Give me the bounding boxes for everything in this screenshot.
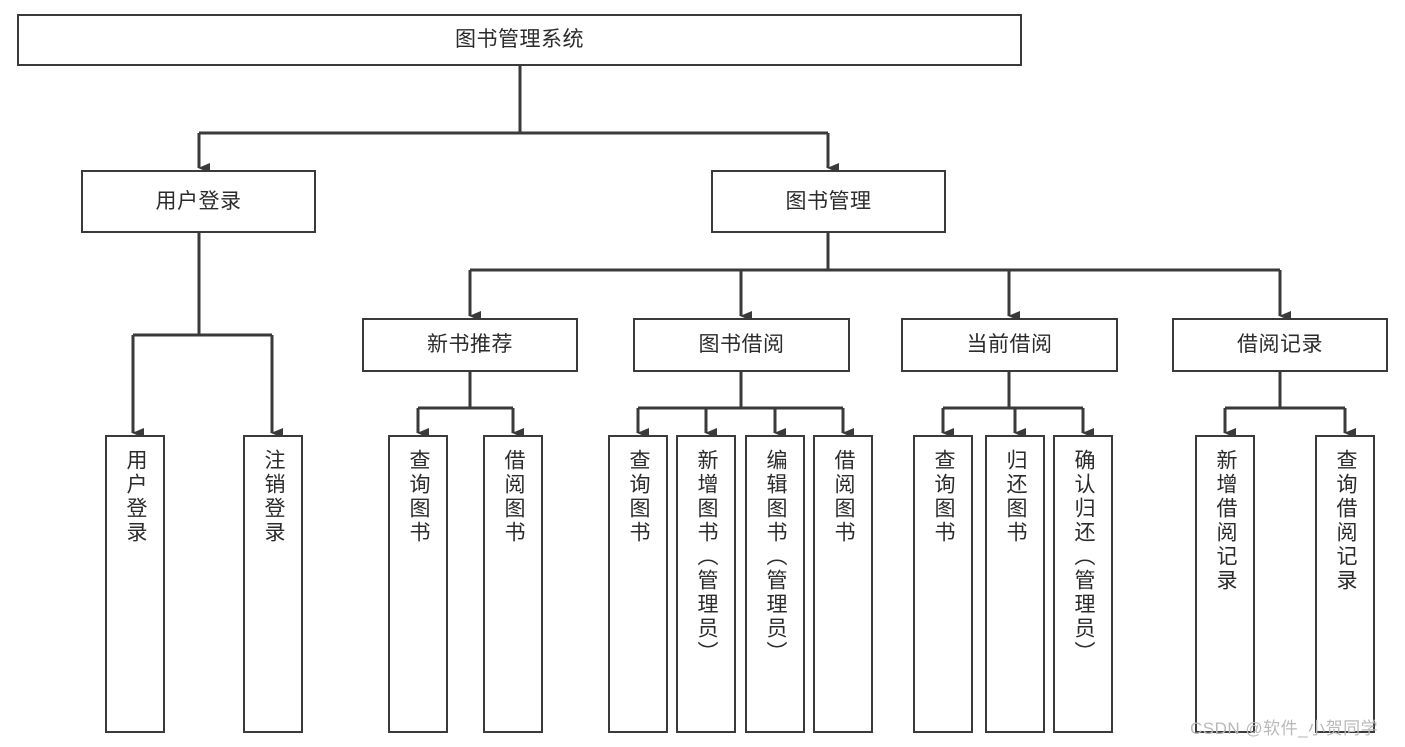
node-leaf-borrow-book-1[interactable]: 借阅图书 <box>483 435 543 733</box>
node-leaf-add-book-admin[interactable]: 新增图书（管理员） <box>676 435 736 733</box>
node-book-borrow[interactable]: 图书借阅 <box>633 318 850 372</box>
node-leaf-return-book-label: 归还图书 <box>1004 449 1027 545</box>
node-leaf-borrow-book-2[interactable]: 借阅图书 <box>813 435 873 733</box>
node-root[interactable]: 图书管理系统 <box>17 14 1022 66</box>
node-borrow-record-label: 借阅记录 <box>1237 333 1323 356</box>
node-leaf-query-borrow-record-label: 查询借阅记录 <box>1334 449 1357 593</box>
node-book-manage[interactable]: 图书管理 <box>711 170 946 233</box>
node-leaf-add-book-admin-label: 新增图书（管理员） <box>695 449 718 665</box>
node-leaf-query-book-2-label: 查询图书 <box>627 449 650 545</box>
node-leaf-user-login[interactable]: 用户登录 <box>105 435 165 733</box>
node-user-login[interactable]: 用户登录 <box>81 170 316 233</box>
node-leaf-query-borrow-record[interactable]: 查询借阅记录 <box>1315 435 1375 733</box>
node-leaf-user-login-label: 用户登录 <box>124 449 147 545</box>
node-leaf-add-borrow-record-label: 新增借阅记录 <box>1214 449 1237 593</box>
node-book-manage-label: 图书管理 <box>785 189 872 213</box>
node-new-book-recommend[interactable]: 新书推荐 <box>362 318 578 372</box>
csdn-watermark: CSDN @软件_小贺同学 <box>1190 719 1379 738</box>
node-leaf-borrow-book-2-label: 借阅图书 <box>832 449 855 545</box>
node-leaf-query-book-2[interactable]: 查询图书 <box>608 435 668 733</box>
node-leaf-add-borrow-record[interactable]: 新增借阅记录 <box>1195 435 1255 733</box>
node-leaf-logout-login[interactable]: 注销登录 <box>243 435 303 733</box>
node-leaf-logout-login-label: 注销登录 <box>262 449 285 545</box>
node-book-borrow-label: 图书借阅 <box>698 333 785 356</box>
node-leaf-edit-book-admin[interactable]: 编辑图书（管理员） <box>745 435 805 733</box>
node-user-login-label: 用户登录 <box>155 189 242 213</box>
node-leaf-return-book[interactable]: 归还图书 <box>985 435 1045 733</box>
node-leaf-confirm-return-admin-label: 确认归还（管理员） <box>1072 449 1095 665</box>
node-current-borrow[interactable]: 当前借阅 <box>901 318 1118 372</box>
node-leaf-borrow-book-1-label: 借阅图书 <box>502 449 525 545</box>
node-root-label: 图书管理系统 <box>455 28 584 51</box>
node-leaf-confirm-return-admin[interactable]: 确认归还（管理员） <box>1053 435 1113 733</box>
node-leaf-query-book-1[interactable]: 查询图书 <box>388 435 448 733</box>
node-leaf-query-book-3-label: 查询图书 <box>932 449 955 545</box>
node-leaf-query-book-1-label: 查询图书 <box>407 449 430 545</box>
node-leaf-query-book-3[interactable]: 查询图书 <box>913 435 973 733</box>
node-leaf-edit-book-admin-label: 编辑图书（管理员） <box>764 449 787 665</box>
node-borrow-record[interactable]: 借阅记录 <box>1172 318 1388 372</box>
node-current-borrow-label: 当前借阅 <box>966 333 1053 356</box>
node-new-book-recommend-label: 新书推荐 <box>427 333 513 356</box>
